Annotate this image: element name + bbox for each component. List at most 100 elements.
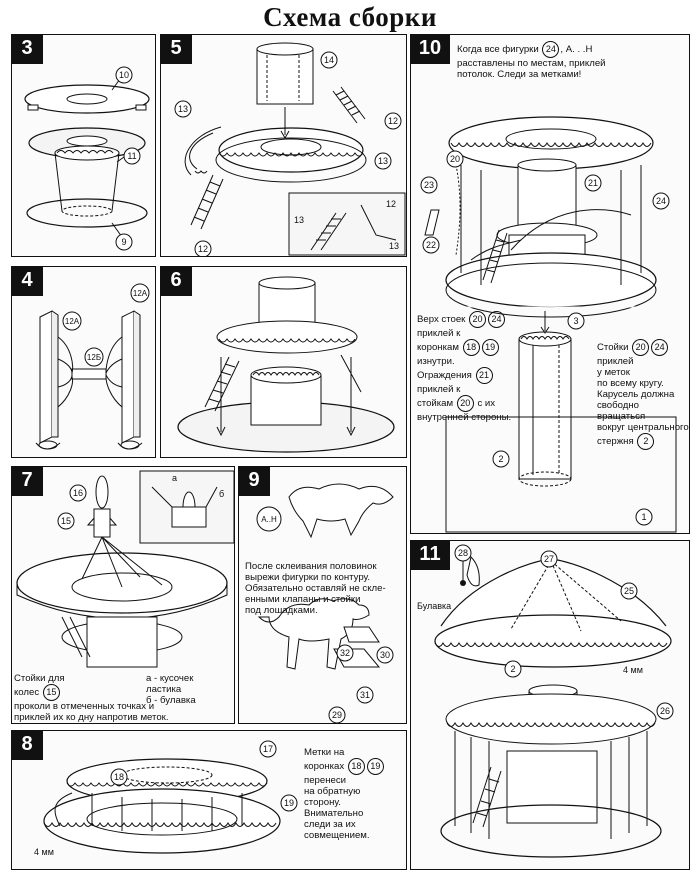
label-12b: 12Б	[87, 353, 101, 362]
note-text: коронкам	[417, 342, 459, 354]
page-title: Схема сборки	[263, 2, 437, 32]
pillar	[518, 311, 572, 487]
note-text: совмещением.	[304, 830, 370, 841]
badge-24: 24	[651, 339, 669, 356]
note-text: После склеивания половинок	[245, 561, 377, 572]
label-21: 21	[588, 178, 598, 188]
step-7-panel: 7 16 15 а б Стойки для а - кусочек ласти…	[11, 466, 235, 724]
note-text: расставлены по местам, приклей	[457, 58, 606, 69]
label-27: 27	[544, 554, 554, 564]
note-text: енными клапаны и стойки	[245, 594, 361, 605]
step-5-panel: 5 14 13 12 13 12 13	[160, 34, 407, 257]
step-9-number: 9	[239, 467, 270, 496]
step-6-illustration	[177, 276, 395, 453]
badge-24: 24	[488, 311, 506, 328]
step-5-number: 5	[161, 35, 192, 64]
ladder-top	[332, 86, 366, 124]
note-text: с их	[477, 398, 496, 410]
note-text: вокруг центрального	[597, 422, 689, 433]
label-13c: 13	[294, 215, 304, 225]
note-text: приклей к	[417, 328, 461, 339]
label-9: 9	[121, 237, 126, 247]
label-28: 28	[458, 548, 468, 558]
label-26: 26	[660, 706, 670, 716]
note-text: коронках	[304, 761, 345, 773]
note-text: б - булавка	[146, 695, 196, 706]
mm-label: 4 мм	[34, 847, 54, 857]
note-text: стойкам	[417, 398, 454, 410]
badge-19: 19	[481, 339, 499, 356]
step-3-illustration: 10 11 9	[24, 66, 150, 251]
label-11: 11	[127, 151, 136, 161]
badge-21: 21	[475, 367, 493, 384]
step-6-panel: 6	[160, 266, 407, 458]
note-text: Верх стоек	[417, 314, 466, 326]
step-8-number: 8	[12, 731, 43, 760]
label-25: 25	[624, 586, 634, 596]
badge-20: 20	[469, 311, 487, 328]
step-9-note: После склеивания половинок вырежи фигурк…	[245, 561, 405, 616]
note-text: у меток	[597, 367, 630, 378]
label-13b: 13	[378, 156, 388, 166]
step-10-note: Когда все фигурки 24, А. . .Н расставлен…	[457, 41, 687, 80]
label-22: 22	[426, 240, 436, 250]
note-text: изнутри.	[417, 356, 455, 367]
mm-label: 4 мм	[623, 665, 643, 675]
step-3-panel: 3 10 11 9	[11, 34, 156, 257]
label-32: 32	[340, 648, 350, 658]
step-9-panel: 9 А..Н 32 30 31 29 После склеивания поло…	[238, 466, 407, 724]
step-7-note: Стойки для а - кусочек ластика б - булав…	[14, 673, 234, 723]
label-12c: 12	[386, 199, 396, 209]
label-13a: 13	[178, 104, 188, 114]
note-text: по всему кругу.	[597, 378, 664, 389]
label-30: 30	[380, 650, 390, 660]
label-14: 14	[324, 55, 334, 65]
label-1: 1	[641, 512, 646, 522]
note-text: а - кусочек	[146, 673, 194, 684]
step-4-number: 4	[12, 267, 43, 296]
step-4-panel: 4 12А 12А 12Б	[11, 266, 156, 458]
label-12a: 12	[388, 116, 398, 126]
label-12b: 12	[198, 244, 208, 254]
label-19: 19	[284, 798, 294, 808]
ladder-left	[190, 174, 224, 230]
badge-20: 20	[632, 339, 650, 356]
note-text: внутренней стороны.	[417, 412, 512, 423]
label-a-n: А..Н	[261, 515, 277, 524]
note-text: Метки на	[304, 747, 345, 758]
label-16: 16	[73, 488, 83, 498]
step-5-illustration: 14 13 12 13 12 13 12 13	[174, 42, 406, 256]
badge-18: 18	[347, 758, 365, 775]
label-2: 2	[498, 454, 503, 464]
note-text: приклей к	[417, 384, 461, 395]
note-text: приклей их ко дну напротив меток.	[14, 712, 169, 723]
label-24: 24	[656, 196, 666, 206]
cup-part	[54, 145, 120, 217]
note-text: Стойки	[597, 342, 629, 354]
label-a: а	[172, 473, 177, 483]
badge-2: 2	[637, 433, 655, 450]
note-text: под лошадками.	[245, 605, 318, 616]
step-4-illustration: 12А 12А 12Б	[35, 283, 150, 450]
step-9-illustration: А..Н 32 30 31 29	[256, 483, 394, 723]
note-text: свободно вращаться	[597, 400, 646, 422]
step-11-panel: 11 28 27 25 2 26 Булавка 4 мм	[410, 540, 690, 870]
note-text: Стойки для	[14, 673, 65, 684]
note-text: приклей	[597, 356, 634, 367]
note-text: Когда все фигурки	[457, 44, 539, 56]
note-text: ластика	[146, 684, 182, 695]
label-12a-left: 12А	[65, 317, 80, 326]
label-13d: 13	[389, 241, 399, 251]
badge-20b: 20	[456, 395, 474, 412]
note-text: проколи в отмеченных точках и	[14, 701, 155, 712]
label-18: 18	[114, 772, 124, 782]
pin-label: Булавка	[417, 601, 451, 611]
label-31: 31	[360, 690, 370, 700]
note-text: перенеси	[304, 775, 346, 786]
note-text: на обратную	[304, 786, 361, 797]
note-text: Ограждения	[417, 370, 472, 382]
note-text: стержня	[597, 436, 634, 448]
